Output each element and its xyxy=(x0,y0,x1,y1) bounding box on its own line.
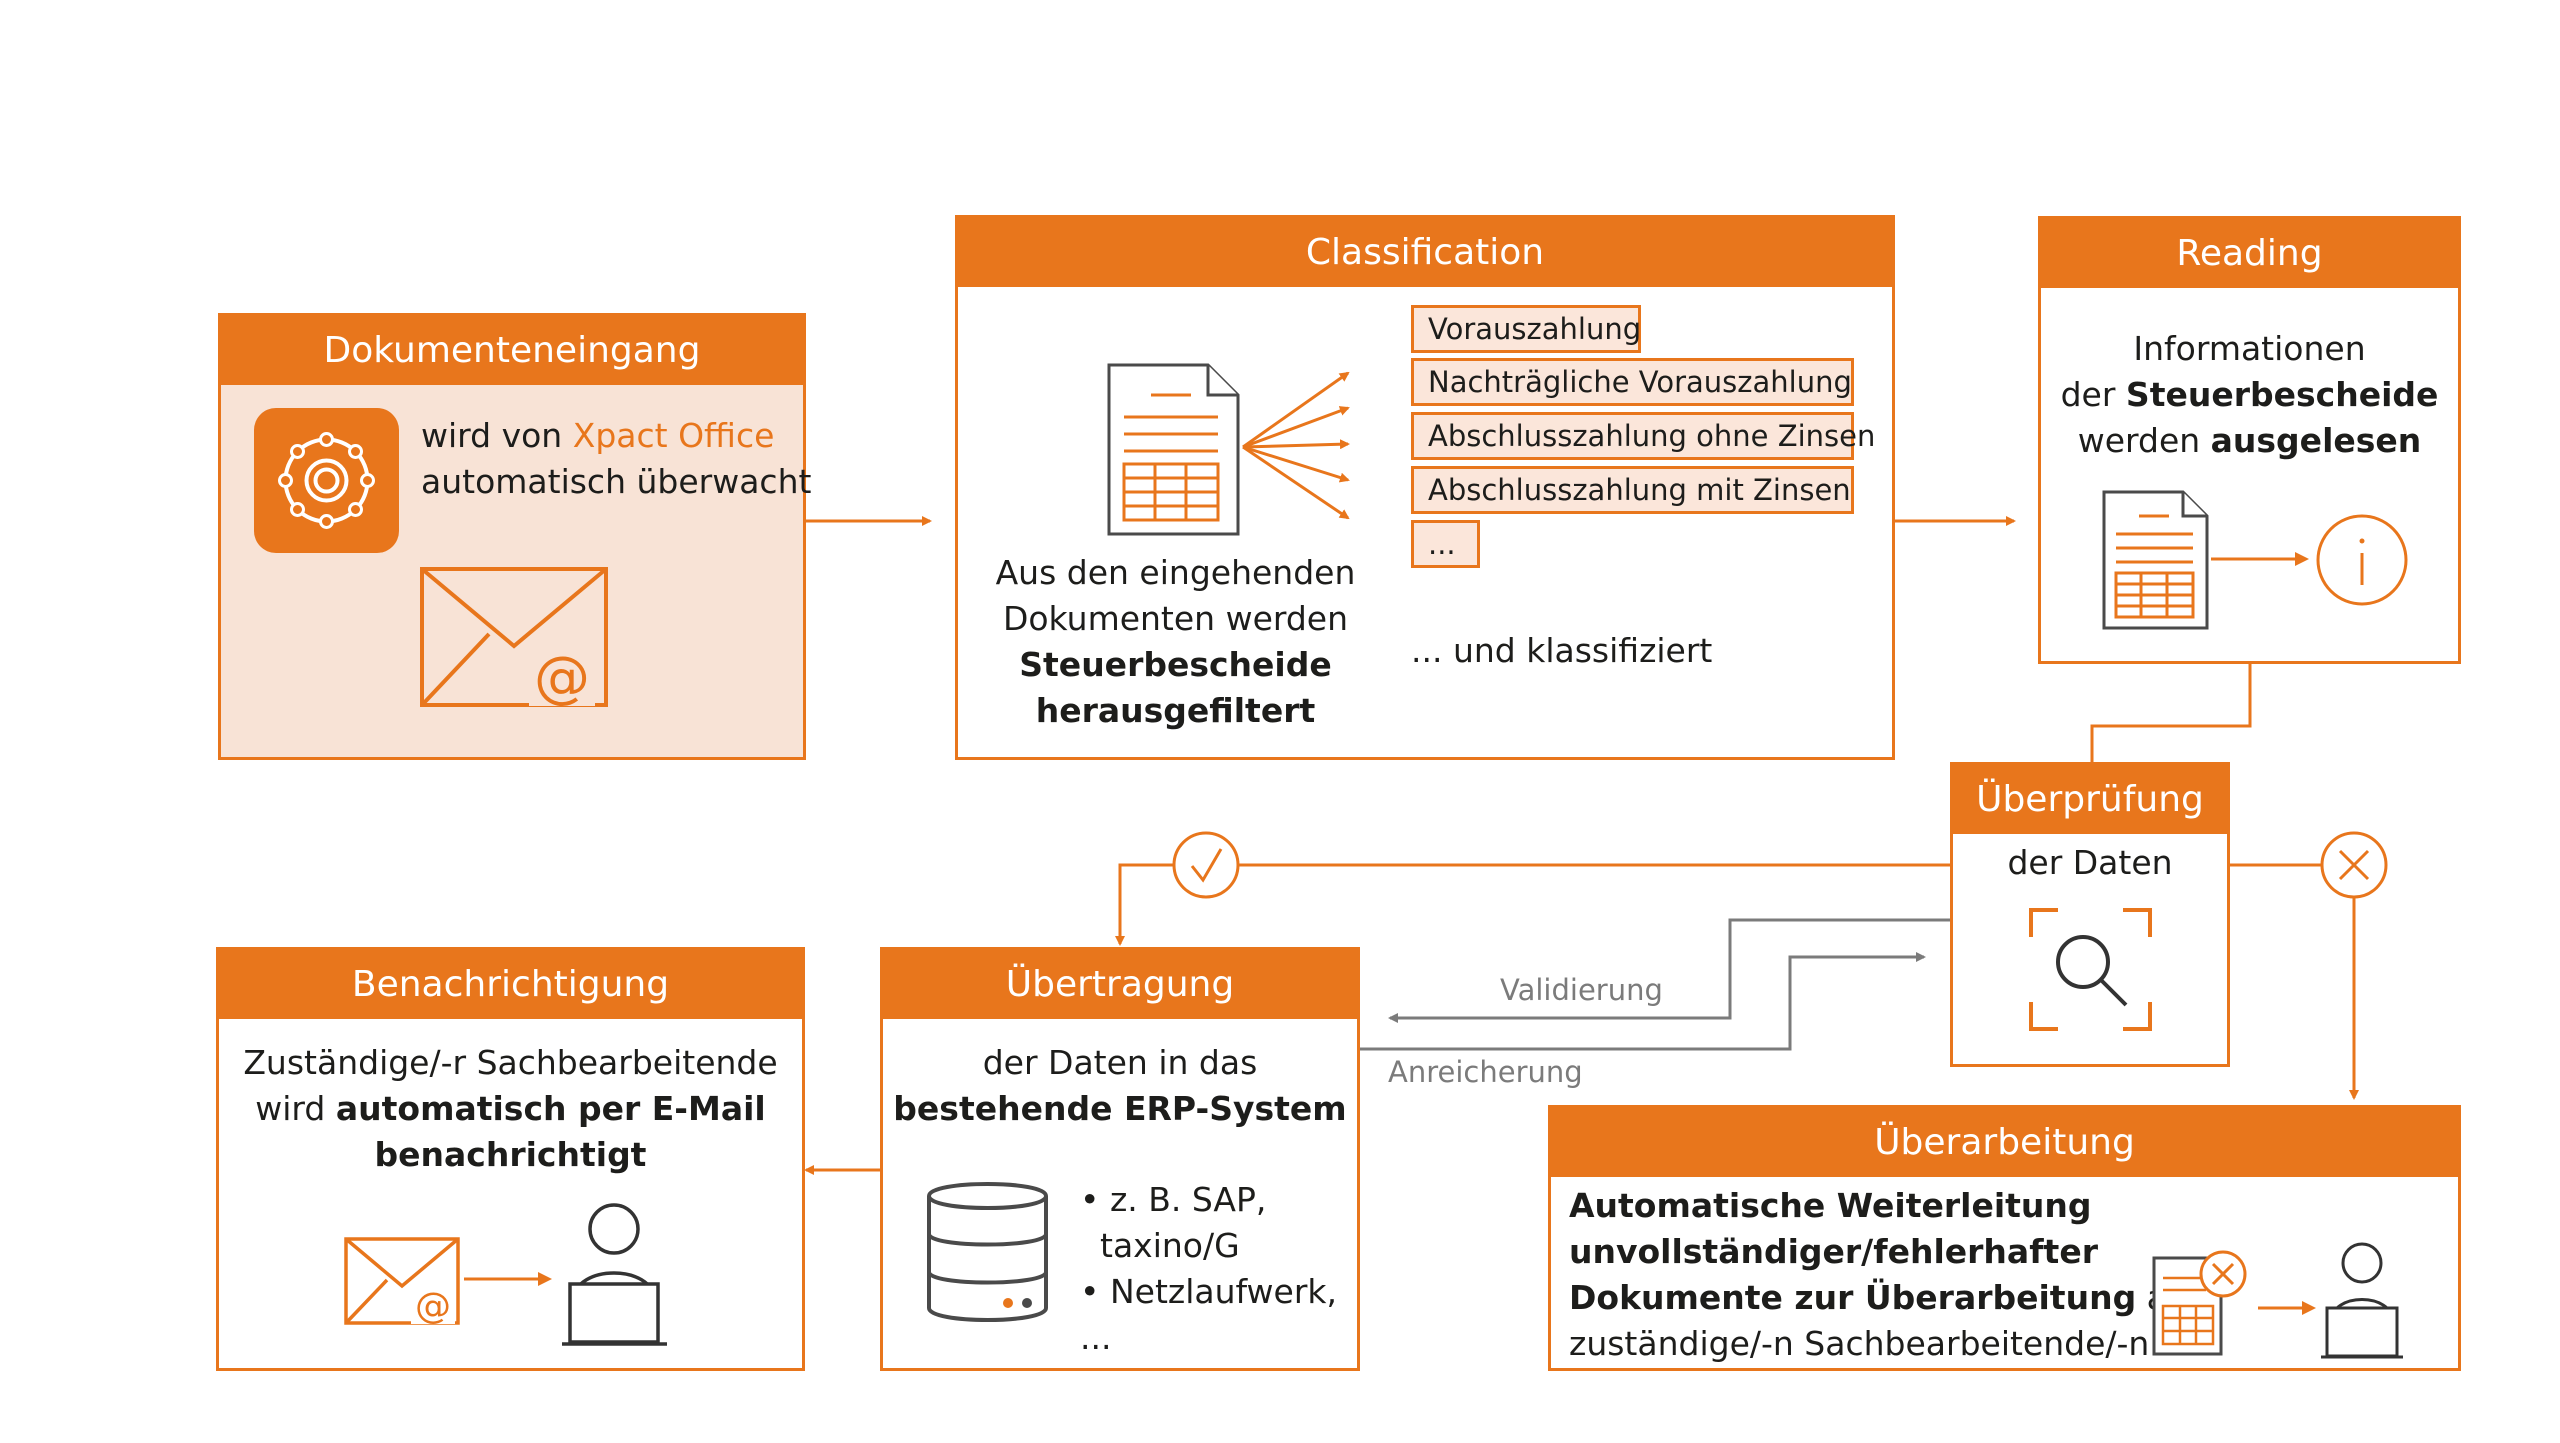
email-at-icon: @ xyxy=(343,1236,465,1330)
uebertragung-description: der Daten in das bestehende ERP-System xyxy=(883,1040,1357,1132)
header-reading: Reading xyxy=(2041,219,2458,288)
ueberarbeitung-line4: zuständige/-n Sachbearbeitende/-n xyxy=(1569,1324,2150,1363)
arrow-check-uebertragung xyxy=(1115,863,1176,946)
document-table-icon xyxy=(2101,489,2211,635)
classification-text-line2: Dokumenten werden xyxy=(1002,599,1349,638)
info-icon xyxy=(2315,513,2409,611)
header-ueberarbeitung: Überarbeitung xyxy=(1551,1108,2458,1177)
tag-vorauszahlung: Vorauszahlung xyxy=(1411,305,1641,353)
tag-ellipsis: ... xyxy=(1411,520,1480,568)
line-reading-ueberpruefung xyxy=(2090,662,2252,766)
bullet-ellipsis: ... xyxy=(1080,1318,1112,1357)
benachrichtigung-line3: benachrichtigt xyxy=(374,1135,647,1174)
ueberarbeitung-line1: Automatische Weiterleitung xyxy=(1569,1186,2092,1225)
reading-line3: werden ausgelesen xyxy=(2077,421,2422,460)
x-circle-icon xyxy=(2320,831,2388,899)
classification-text-bold1: Steuerbescheide xyxy=(1019,645,1332,684)
bullet-taxino: taxino/G xyxy=(1100,1226,1240,1265)
magnifier-scan-icon xyxy=(2028,907,2153,1036)
header-benachrichtigung: Benachrichtigung xyxy=(219,950,802,1019)
reading-line2: der Steuerbescheide xyxy=(2060,375,2439,414)
classification-text-bold2: herausgefiltert xyxy=(1035,691,1316,730)
gear-app-icon xyxy=(254,408,399,553)
header-classification: Classification xyxy=(958,218,1892,287)
box-dokumenteneingang: Dokumenteneingang wird von Xpact Office … xyxy=(218,313,811,760)
tag-nachtraegliche-vorauszahlung: Nachträgliche Vorauszahlung xyxy=(1411,358,1854,406)
uebertragung-bullets: • z. B. SAP, taxino/G • Netzlaufwerk, ..… xyxy=(1080,1177,1337,1361)
document-table-icon xyxy=(1106,362,1241,541)
svg-text:@: @ xyxy=(534,645,590,710)
header-uebertragung: Übertragung xyxy=(883,950,1357,1019)
ueberarbeitung-description: Automatische Weiterleitung unvollständig… xyxy=(1569,1183,2188,1367)
reading-arrow xyxy=(2211,552,2309,566)
database-icon xyxy=(925,1182,1050,1328)
header-ueberpruefung: Überprüfung xyxy=(1953,765,2227,834)
classification-fan-arrows xyxy=(1242,371,1350,520)
box-uebertragung: Übertragung der Daten in das bestehende … xyxy=(880,947,1360,1371)
classification-description: Aus den eingehenden Dokumenten werden St… xyxy=(958,550,1393,734)
document-error-icon xyxy=(2151,1248,2251,1362)
tag-abschlusszahlung-ohne-zinsen: Abschlusszahlung ohne Zinsen xyxy=(1411,412,1875,460)
notify-arrow xyxy=(464,1272,552,1286)
benachrichtigung-line2: wird automatisch per E-Mail xyxy=(255,1089,766,1128)
bullet-netzlaufwerk: • Netzlaufwerk, xyxy=(1080,1272,1338,1311)
user-laptop-icon xyxy=(562,1202,667,1354)
benachrichtigung-line1: Zuständige/-r Sachbearbeitende xyxy=(243,1043,778,1082)
box-classification: Classification xyxy=(955,215,1895,760)
classification-text-line1: Aus den eingehenden xyxy=(995,553,1356,592)
arrow-anreicherung xyxy=(1360,952,1926,1051)
user-laptop-icon xyxy=(2321,1242,2403,1366)
eingang-text-line2: automatisch überwacht xyxy=(421,462,812,501)
arrow-validierung xyxy=(1388,918,1950,1023)
ueberpruefung-text: der Daten xyxy=(2007,843,2173,882)
bullet-sap: • z. B. SAP, xyxy=(1080,1180,1267,1219)
svg-text:@: @ xyxy=(415,1286,451,1326)
label-validierung: Validierung xyxy=(1500,973,1663,1007)
rework-arrow xyxy=(2258,1301,2316,1315)
check-circle-icon xyxy=(1172,831,1240,899)
label-anreicherung: Anreicherung xyxy=(1388,1055,1583,1089)
header-dokumenteneingang: Dokumenteneingang xyxy=(221,316,803,385)
ueberarbeitung-line2: unvollständiger/fehlerhafter xyxy=(1569,1232,2098,1271)
eingang-text-line1: wird von Xpact Office xyxy=(421,416,775,455)
uebertragung-line1: der Daten in das xyxy=(982,1043,1258,1082)
ueberarbeitung-line3: Dokumente zur Überarbeitung an xyxy=(1569,1278,2188,1317)
benachrichtigung-description: Zuständige/-r Sachbearbeitende wird auto… xyxy=(219,1040,802,1178)
email-at-icon: @ xyxy=(419,566,611,715)
box-reading: Reading Informationen der Steuerbescheid… xyxy=(2038,216,2461,664)
box-ueberarbeitung: Überarbeitung Automatische Weiterleitung… xyxy=(1548,1105,2461,1371)
box-benachrichtigung: Benachrichtigung Zuständige/-r Sachbearb… xyxy=(216,947,805,1371)
reading-line1: Informationen xyxy=(2133,329,2366,368)
classification-classified-text: ... und klassifiziert xyxy=(1411,631,1713,670)
reading-description: Informationen der Steuerbescheide werden… xyxy=(2041,326,2458,464)
box-ueberpruefung: Überprüfung der Daten xyxy=(1950,762,2230,1067)
tag-abschlusszahlung-mit-zinsen: Abschlusszahlung mit Zinsen xyxy=(1411,466,1854,514)
uebertragung-line2: bestehende ERP-System xyxy=(893,1089,1347,1128)
